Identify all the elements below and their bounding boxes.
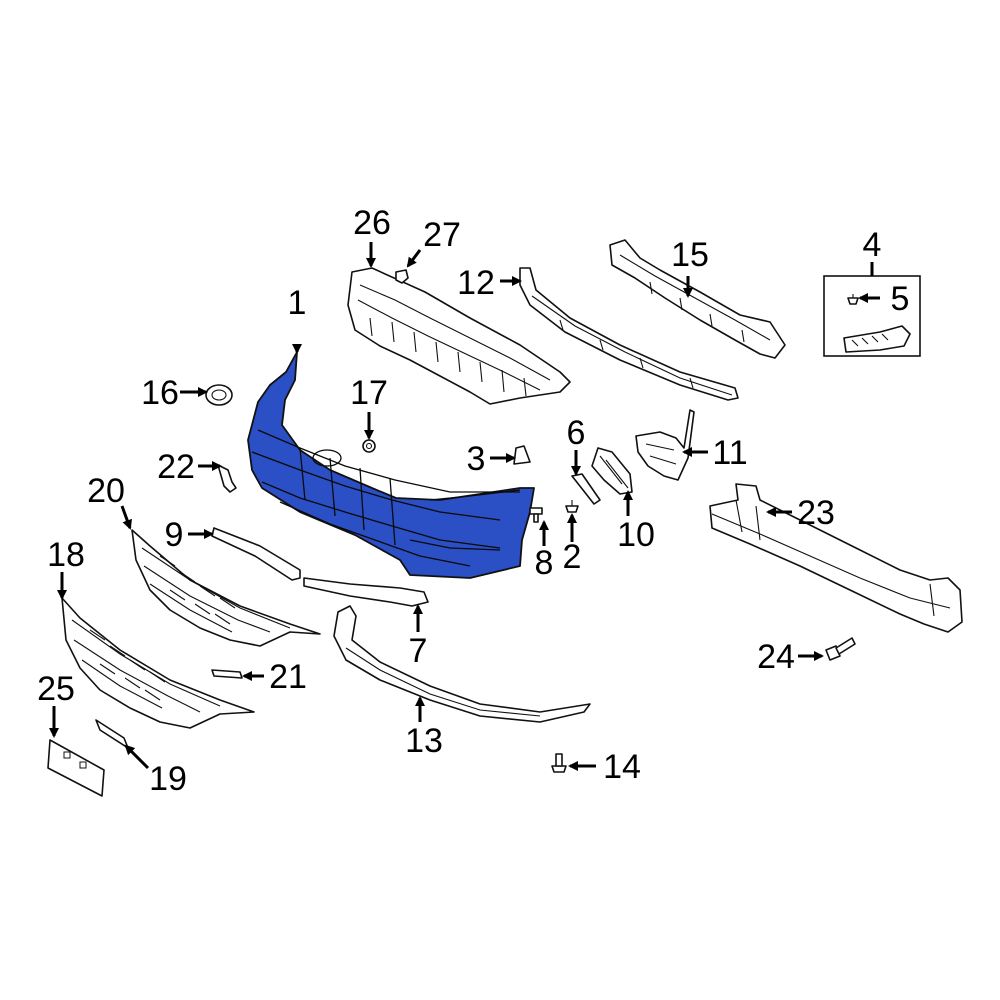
callout-7: 7	[409, 632, 428, 670]
leader-20	[120, 505, 132, 530]
part-17-clip[interactable]	[362, 439, 376, 453]
part-13-lower-lip[interactable]	[333, 605, 591, 723]
part-26-upper-bracket[interactable]	[347, 267, 571, 405]
part-9-strip[interactable]	[211, 527, 301, 581]
part-16-emblem[interactable]	[205, 384, 233, 406]
callout-4: 4	[863, 226, 882, 264]
callout-1: 1	[288, 284, 307, 322]
part-4-bracket[interactable]	[843, 325, 911, 353]
part-25-plate-bracket[interactable]	[47, 739, 105, 797]
leader-27	[406, 249, 422, 268]
leader-lines	[49, 242, 880, 771]
part-21-small-strip[interactable]	[211, 669, 243, 679]
part-18-lower-grille[interactable]	[61, 597, 255, 729]
callout-16: 16	[141, 374, 179, 412]
callout-2: 2	[563, 538, 582, 576]
part-12-upper-strip[interactable]	[519, 267, 739, 401]
callout-19: 19	[149, 760, 187, 798]
callout-6: 6	[567, 414, 586, 452]
part-27-clip[interactable]	[395, 269, 409, 284]
part-4-inset-box	[823, 275, 921, 357]
callout-9: 9	[165, 516, 184, 554]
callout-14: 14	[603, 748, 641, 786]
callout-3: 3	[467, 440, 486, 478]
callout-21: 21	[269, 658, 307, 696]
part-5-screw[interactable]	[847, 294, 859, 305]
part-20-upper-grille[interactable]	[131, 529, 321, 647]
part-19-bracket[interactable]	[95, 719, 129, 749]
part-11-side-bracket[interactable]	[635, 409, 695, 481]
part-10-bracket[interactable]	[591, 447, 633, 495]
callout-22: 22	[157, 448, 195, 486]
callout-5: 5	[891, 280, 910, 318]
callout-17: 17	[350, 374, 388, 412]
part-24-bolt[interactable]	[825, 637, 856, 661]
part-8-bolt[interactable]	[529, 507, 543, 523]
part-6-strip[interactable]	[571, 473, 601, 505]
part-15-side-bracket[interactable]	[609, 239, 786, 359]
part-1-bumper-cover[interactable]	[247, 351, 535, 579]
callout-labels: 1 2 3 4 5 6 7 8 9 10 11 12 13 14 15 16 1…	[37, 204, 909, 798]
part-3-clip[interactable]	[513, 445, 531, 465]
callout-18: 18	[47, 536, 85, 574]
callout-27: 27	[423, 216, 461, 254]
part-7-strip[interactable]	[303, 577, 429, 607]
callout-15: 15	[671, 236, 709, 274]
part-2-screw[interactable]	[565, 500, 579, 513]
leader-19	[124, 744, 150, 770]
callout-11: 11	[712, 434, 747, 472]
part-14-bolt[interactable]	[551, 753, 567, 773]
callout-24: 24	[757, 638, 795, 676]
part-23-reinforcement-bar[interactable]	[709, 483, 963, 633]
callout-8: 8	[535, 544, 554, 582]
callout-13: 13	[405, 722, 443, 760]
callout-23: 23	[797, 494, 835, 532]
callout-25: 25	[37, 670, 75, 708]
callout-20: 20	[87, 472, 125, 510]
callout-10: 10	[617, 516, 655, 554]
callout-26: 26	[353, 204, 391, 242]
part-22-sensor[interactable]	[217, 464, 237, 493]
callout-12: 12	[457, 264, 495, 302]
